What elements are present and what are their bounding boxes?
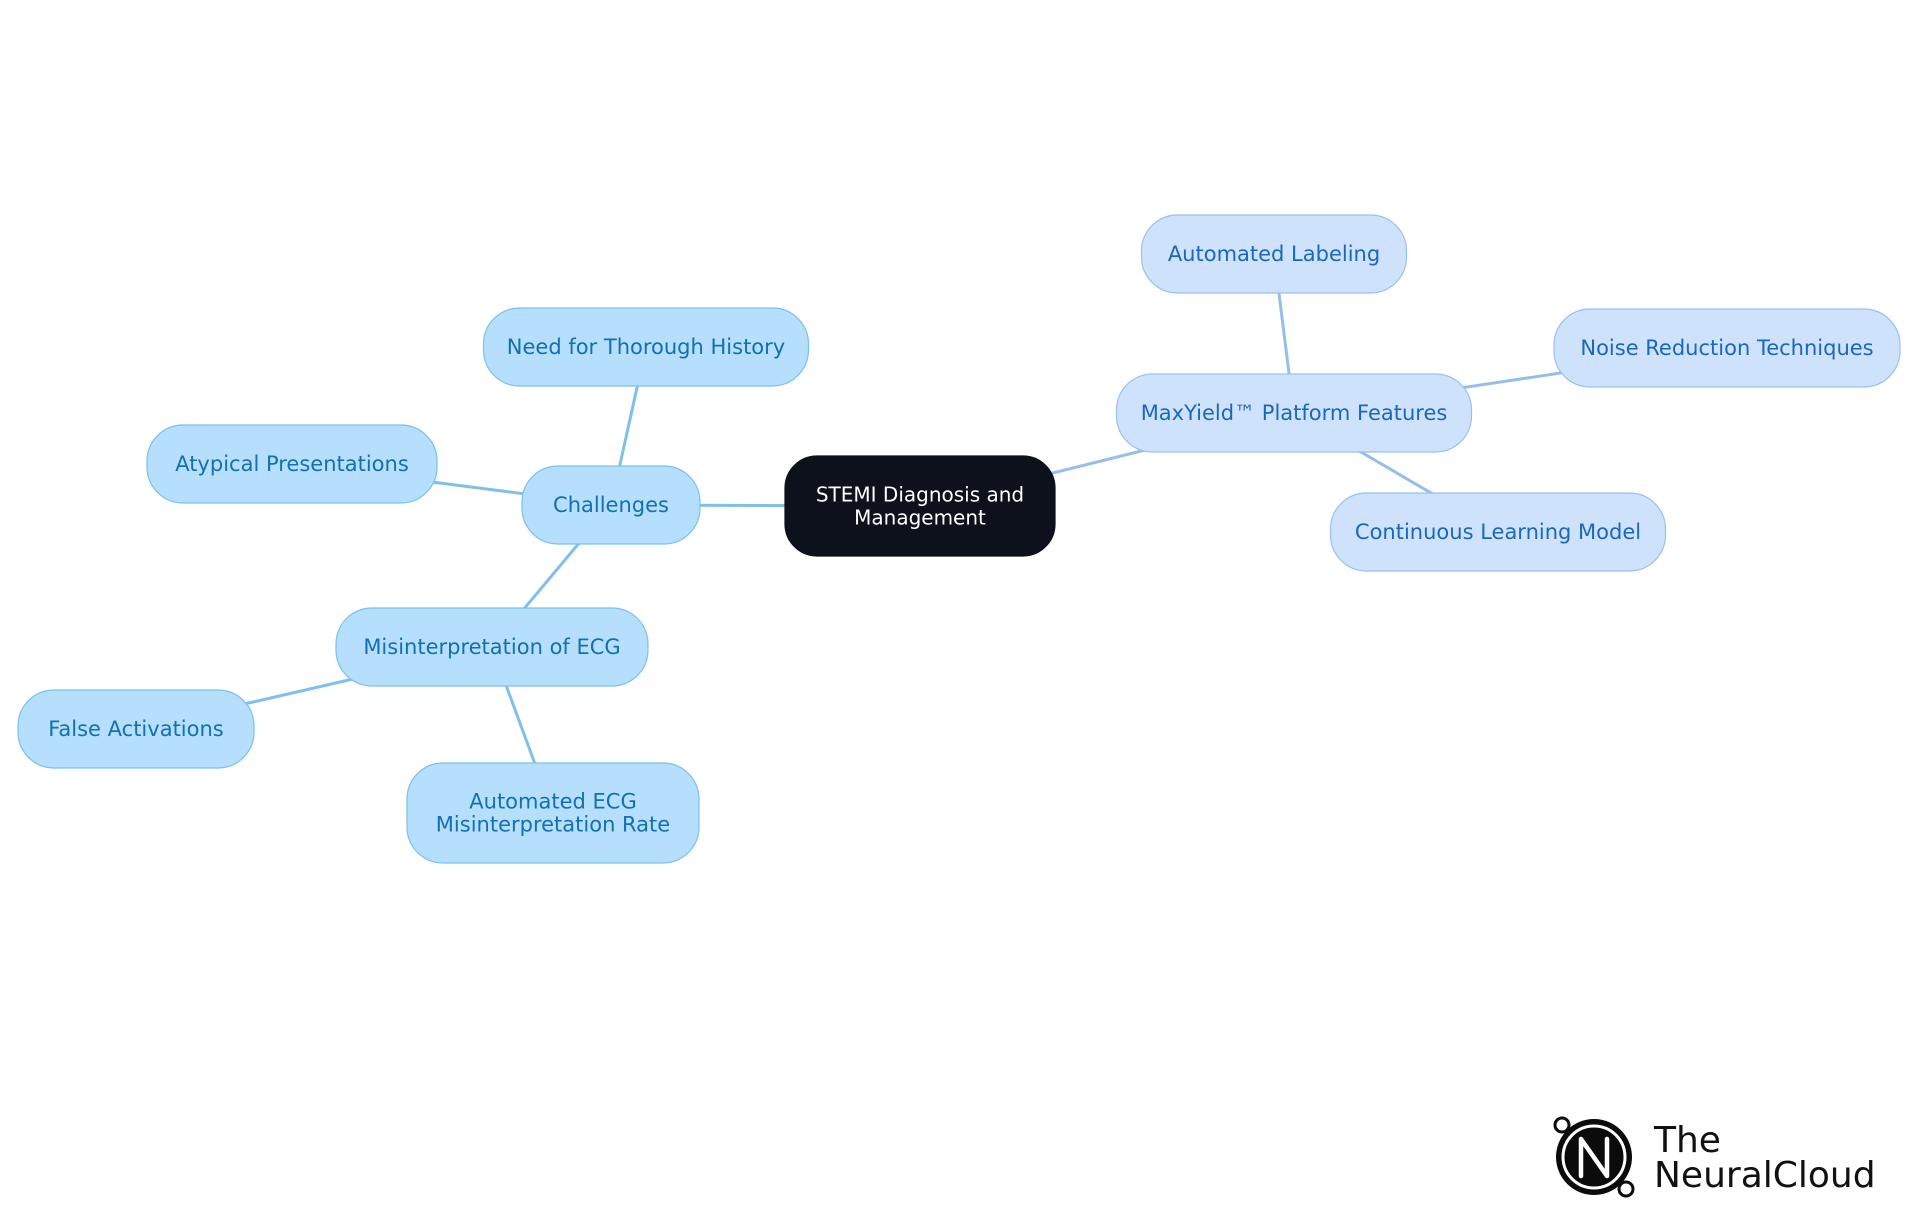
node-learning-label-line-1: Continuous Learning Model xyxy=(1355,520,1641,544)
node-maxyield-box xyxy=(1115,373,1473,453)
node-atypical-box xyxy=(146,424,438,504)
node-history-label-line-1: Need for Thorough History xyxy=(507,335,785,359)
node-history: Need for Thorough History xyxy=(482,307,810,387)
node-rate-box xyxy=(406,762,700,864)
node-misinterp-label-line-1: Misinterpretation of ECG xyxy=(363,635,620,659)
node-root-label-line-1: STEMI Diagnosis and xyxy=(816,483,1024,507)
node-learning: Continuous Learning Model xyxy=(1329,492,1667,572)
node-root-box xyxy=(784,455,1056,557)
node-rate-label-line-2: Misinterpretation Rate xyxy=(436,813,670,837)
node-false-label-line-1: False Activations xyxy=(48,717,223,741)
node-noise: Noise Reduction Techniques xyxy=(1553,308,1901,388)
node-challenges-label-line-1: Challenges xyxy=(553,493,669,517)
node-learning-box xyxy=(1329,492,1667,572)
node-root-label-line-2: Management xyxy=(854,506,986,530)
logo-text-neuralcloud: NeuralCloud xyxy=(1654,1155,1876,1196)
node-atypical: Atypical Presentations xyxy=(146,424,438,504)
node-misinterp-box xyxy=(335,607,649,687)
neuralcloud-logo: The NeuralCloud xyxy=(1553,1116,1876,1198)
node-misinterp: Misinterpretation of ECG xyxy=(335,607,649,687)
node-maxyield: MaxYield™ Platform Features xyxy=(1115,373,1473,453)
node-challenges: Challenges xyxy=(521,465,701,545)
node-labeling-label-line-1: Automated Labeling xyxy=(1168,242,1380,266)
node-challenges-box xyxy=(521,465,701,545)
node-noise-label-line-1: Noise Reduction Techniques xyxy=(1580,336,1873,360)
node-maxyield-label-line-1: MaxYield™ Platform Features xyxy=(1141,401,1448,425)
node-labeling-box xyxy=(1140,214,1408,294)
node-history-box xyxy=(482,307,810,387)
logo-text-the: The xyxy=(1653,1120,1721,1161)
node-rate-label-line-1: Automated ECG xyxy=(469,790,636,814)
neuralcloud-logo-icon xyxy=(1553,1116,1635,1198)
node-noise-box xyxy=(1553,308,1901,388)
node-false-box xyxy=(17,689,255,769)
node-labeling: Automated Labeling xyxy=(1140,214,1408,294)
node-false: False Activations xyxy=(17,689,255,769)
node-atypical-label-line-1: Atypical Presentations xyxy=(175,452,409,476)
